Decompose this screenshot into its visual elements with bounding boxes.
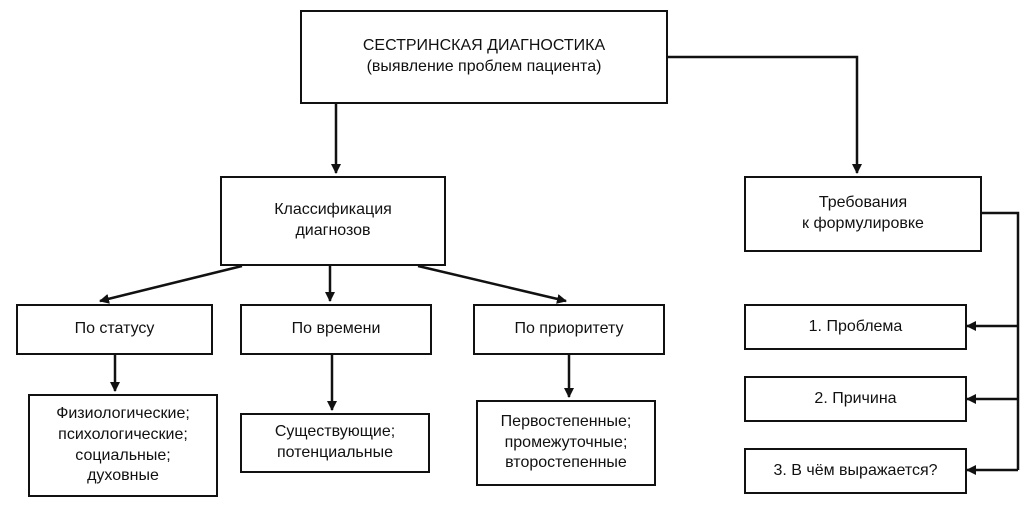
details-priority-line: Первостепенные; [500, 412, 632, 430]
requirement-item-label: 2. Причина [814, 389, 897, 407]
arrow-classification-to-priority [417, 264, 567, 304]
details-status-line: духовные [87, 467, 159, 485]
arrow-root-to-requirements [668, 55, 862, 174]
requirement-item-problem: 1. Проблема [744, 304, 967, 350]
classification-line2: диагнозов [295, 222, 371, 239]
root-subtitle: (выявление проблем пациента) [366, 58, 602, 75]
category-status: По статусу [16, 304, 213, 355]
root-node: СЕСТРИНСКАЯ ДИАГНОСТИКА (выявление пробл… [300, 10, 668, 104]
requirements-line1: Требования [818, 194, 908, 212]
classification-line1: Классификация [274, 201, 392, 219]
details-status-line: Физиологические; [56, 404, 190, 422]
category-time: По времени [240, 304, 432, 355]
category-priority: По приоритету [473, 304, 665, 355]
details-status: Физиологические; психологические; социал… [28, 394, 218, 497]
requirement-item-label: 1. Проблема [808, 317, 903, 335]
details-priority: Первостепенные; промежуточные; второстеп… [476, 400, 656, 486]
details-time-line: Существующие; [274, 423, 396, 441]
category-time-label: По времени [291, 320, 381, 338]
classification-node: Классификация диагнозов [220, 176, 446, 266]
requirements-node: Требования к формулировке [744, 176, 982, 252]
details-priority-line: промежуточные; [504, 433, 628, 451]
requirements-bracket-line [982, 211, 1020, 470]
arrow-classification-to-status [99, 264, 243, 304]
details-status-line: психологические; [58, 425, 188, 443]
root-title: СЕСТРИНСКАЯ ДИАГНОСТИКА [362, 37, 606, 55]
requirement-item-manifestation: 3. В чём выражается? [744, 448, 967, 494]
category-status-label: По статусу [74, 320, 155, 338]
requirements-line2: к формулировке [802, 215, 924, 232]
details-time: Существующие; потенциальные [240, 413, 430, 473]
details-priority-line: второстепенные [505, 454, 627, 472]
requirement-item-label: 3. В чём выражается? [773, 461, 938, 479]
details-status-line: социальные; [75, 446, 171, 464]
details-time-line: потенциальные [277, 444, 393, 461]
requirement-item-cause: 2. Причина [744, 376, 967, 422]
category-priority-label: По приоритету [514, 320, 624, 338]
